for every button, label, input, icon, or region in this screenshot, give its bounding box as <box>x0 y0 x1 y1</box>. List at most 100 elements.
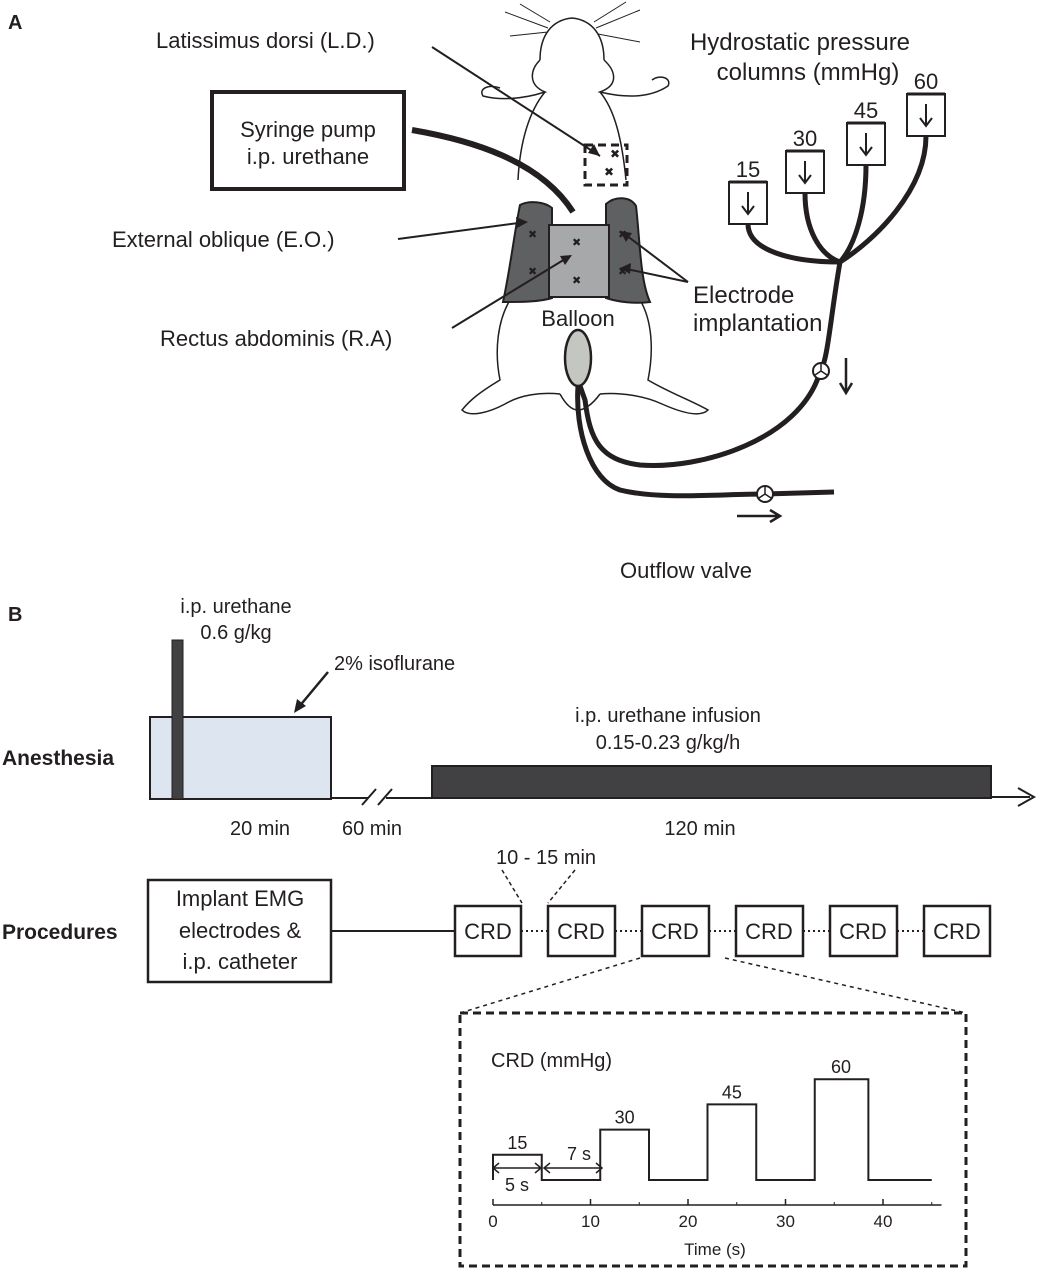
electrode-label-line1: Electrode <box>693 282 794 309</box>
syringe-pump-label-line1: Syringe pump <box>240 117 376 142</box>
annotation-5s: 5 s <box>505 1175 529 1195</box>
annotation-7s: 7 s <box>567 1144 591 1164</box>
step-label-30: 30 <box>615 1108 635 1128</box>
ra-pointer <box>451 255 571 329</box>
implant-label-line2: electrodes & <box>179 918 302 943</box>
inflow-direction-arrow-icon <box>838 358 854 396</box>
eo-muscle-left <box>501 201 553 304</box>
urethane-bolus-bar <box>171 639 184 800</box>
implant-label-line1: Implant EMG <box>176 886 304 911</box>
crd-box-4 <box>734 904 805 958</box>
crd-label-1: CRD <box>464 919 512 944</box>
x-tick-label-30: 30 <box>776 1212 795 1231</box>
step-label-45: 45 <box>722 1082 742 1102</box>
inflow-valve-icon <box>812 362 830 380</box>
column-label-15: 15 <box>736 157 760 182</box>
eo-pointer-head <box>516 217 528 228</box>
step-label-15: 15 <box>507 1133 527 1153</box>
infusion-label-line2: 0.15-0.23 g/kg/h <box>596 732 741 754</box>
interval-label: 10 - 15 min <box>496 847 596 869</box>
bolus-label-line1: i.p. urethane <box>180 596 291 618</box>
svg-text:✖: ✖ <box>528 229 537 241</box>
ra-pointer-head <box>560 255 572 265</box>
syringe-pump-label-line2: i.p. urethane <box>247 144 369 169</box>
eo-muscle-right <box>605 197 652 304</box>
svg-text:✖: ✖ <box>618 266 627 278</box>
svg-text:✖: ✖ <box>572 237 581 249</box>
crd-box-5 <box>828 904 899 958</box>
x-tick-label-40: 40 <box>874 1212 893 1231</box>
outflow-direction-arrow-icon <box>737 508 783 524</box>
column-label-60: 60 <box>914 69 938 94</box>
implant-box <box>146 878 333 984</box>
crd-box-3 <box>640 904 711 958</box>
inset-xlabel: Time (s) <box>684 1240 746 1259</box>
eo-label: External oblique (E.O.) <box>112 227 335 252</box>
duration-20min: 20 min <box>230 818 290 840</box>
crd-label-5: CRD <box>839 919 887 944</box>
electrode-pointer-1 <box>621 231 689 283</box>
crd-label-3: CRD <box>651 919 699 944</box>
crd-label-6: CRD <box>933 919 981 944</box>
inset-title: CRD (mmHg) <box>491 1050 612 1072</box>
crd-box-1 <box>453 904 523 958</box>
crd-box-2 <box>546 904 617 958</box>
crd-label-4: CRD <box>745 919 793 944</box>
duration-120min: 120 min <box>664 818 735 840</box>
pressure-tubing <box>575 135 929 499</box>
x-tick-label-10: 10 <box>581 1212 600 1231</box>
crd-box-6 <box>922 904 992 958</box>
column-label-45: 45 <box>854 98 878 123</box>
hydro-label-line1: Hydrostatic pressure <box>690 29 910 56</box>
syringe-tube <box>411 127 576 214</box>
time-break-icon <box>361 788 393 806</box>
down-arrow-icon <box>919 104 933 128</box>
down-arrow-icon <box>741 192 755 216</box>
svg-text:✖: ✖ <box>528 266 537 278</box>
syringe-pump-box <box>210 90 406 191</box>
crd-sequence: CRD CRD CRD CRD CRD CRD <box>453 904 992 958</box>
eo-pointer <box>397 221 527 240</box>
hydro-column-45: 45 <box>846 98 886 166</box>
duration-60min: 60 min <box>342 818 402 840</box>
column-label-30: 30 <box>793 126 817 151</box>
timeline-arrow-icon <box>1017 787 1037 807</box>
rat-illustration <box>460 1 710 415</box>
svg-text:✖: ✖ <box>572 275 581 287</box>
balloon <box>563 328 593 388</box>
electrode-pointer-2 <box>621 267 689 283</box>
x-tick-label-20: 20 <box>679 1212 698 1231</box>
infusion-bar <box>431 765 992 799</box>
electrode-pointer-head-1 <box>620 231 632 242</box>
infusion-label-line1: i.p. urethane infusion <box>575 705 761 727</box>
hydro-column-30: 30 <box>785 126 825 194</box>
isoflurane-pointer <box>297 671 329 709</box>
outflow-label: Outflow valve <box>620 558 752 583</box>
hydro-column-60: 60 <box>906 69 946 137</box>
hydro-column-15: 15 <box>728 157 768 225</box>
crd-label-2: CRD <box>557 919 605 944</box>
electrode-pointer-head-2 <box>620 263 631 274</box>
crd-pressure-trace <box>492 1078 932 1181</box>
ld-muscle-box <box>583 143 629 187</box>
panel-a-label: A <box>8 12 22 34</box>
ld-pointer <box>431 46 601 157</box>
interval-guide-right <box>547 869 576 904</box>
duration-arrows <box>491 1162 604 1174</box>
hydro-label-line2: columns (mmHg) <box>717 59 900 86</box>
down-arrow-icon <box>859 133 873 157</box>
down-arrow-icon <box>798 161 812 185</box>
panel-b-label: B <box>8 604 22 626</box>
crd-inset-frame <box>458 1011 968 1268</box>
zoom-guide-right <box>724 957 967 1014</box>
ra-label: Rectus abdominis (R.A) <box>160 326 392 351</box>
crd-step-chart: 0 10 20 30 40 15 30 45 60 <box>488 1057 942 1231</box>
step-label-60: 60 <box>831 1057 851 1077</box>
x-tick-label-0: 0 <box>488 1212 497 1231</box>
implant-label-line3: i.p. catheter <box>183 949 298 974</box>
ld-label: Latissimus dorsi (L.D.) <box>156 28 375 53</box>
interval-guide-left <box>501 869 523 904</box>
outflow-valve-icon <box>756 485 774 503</box>
ld-pointer-head <box>588 144 600 156</box>
